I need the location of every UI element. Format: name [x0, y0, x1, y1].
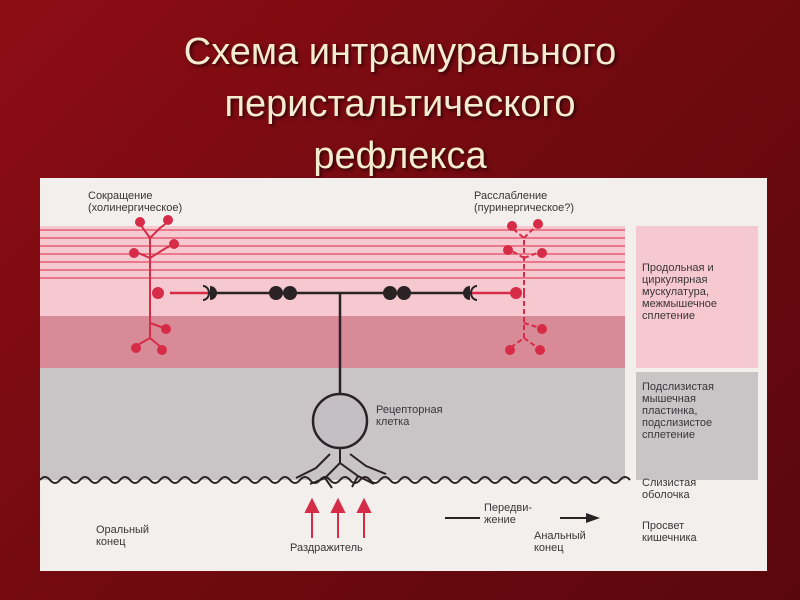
purinergic-neuron-terminals [503, 219, 547, 355]
label-relaxation: Расслабление (пуринергическое?) [474, 190, 575, 214]
lumen-area [40, 480, 625, 571]
synapse-contact-points [202, 285, 478, 301]
legend-box-muscle [636, 226, 758, 368]
label-oral-end: Оральный конец [96, 524, 150, 548]
title-line-1: Схема интрамурального [183, 31, 617, 73]
title-line-2: перистальтического [224, 83, 576, 125]
label-submucosa: Подслизистая мышечная пластинка, подслиз… [642, 381, 714, 441]
muscle-layer [40, 226, 625, 316]
label-contraction: Сокращение (холинергическое) [88, 190, 183, 214]
label-lumen: Просвет кишечника [642, 520, 697, 544]
movement-arrow [445, 513, 600, 523]
submucosa-band [40, 316, 625, 368]
label-mucosa: Слизистая оболочка [642, 477, 697, 501]
label-anal-end: Анальный конец [534, 530, 586, 554]
purinergic-neuron [509, 225, 541, 349]
reflex-diagram: Сокращение (холинергическое) Расслаблени… [40, 178, 767, 571]
slide-title: Схема интрамурального перистальтического… [0, 26, 800, 182]
receptor-cell-dendrites [295, 448, 387, 489]
label-receptor-cell: Рецепторная клетка [376, 404, 443, 428]
label-muscle-layer: Продольная и циркулярная мускулатура, ме… [642, 262, 718, 322]
cholinergic-neuron-terminals [129, 215, 179, 355]
title-line-3: рефлекса [313, 135, 487, 177]
neural-pathway [170, 291, 512, 396]
mucosa-boundary-wave [40, 476, 631, 484]
label-stimulus: Раздражитель [290, 542, 363, 554]
label-movement: Передви- жение [484, 502, 533, 526]
receptor-cell-body [311, 392, 369, 450]
diagram-graphics [40, 215, 758, 571]
stimulus-arrows [304, 497, 372, 538]
legend-box-submucosa [636, 372, 758, 480]
